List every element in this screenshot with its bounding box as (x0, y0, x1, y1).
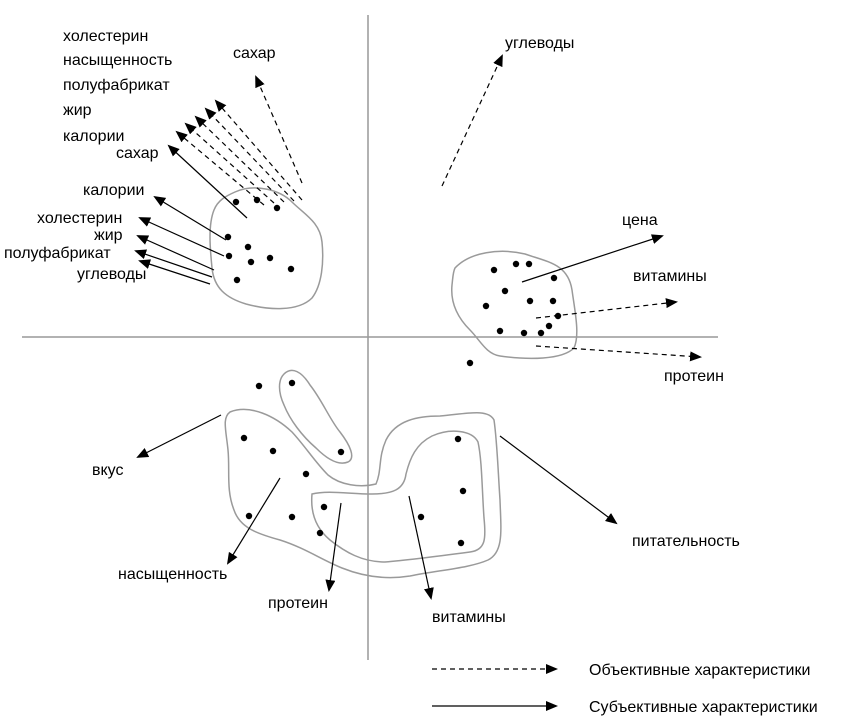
label-vitamins-subjective: витамины (432, 609, 506, 626)
arrow-nutrition (499, 435, 618, 525)
dots-bottom (240, 379, 467, 547)
label-protein-objective: протеин (664, 368, 724, 385)
arrow-calories-subjective (153, 195, 227, 241)
legend-subjective-label: Субъективные характеристики (589, 699, 818, 716)
label-carbs-subjective: углеводы (77, 266, 146, 283)
arrow-semifinished-subjective (134, 249, 213, 278)
label-stack-fat: жир (63, 102, 92, 119)
legend: Объективные характеристики Субъективные … (432, 662, 818, 716)
arrow-satiety (226, 477, 281, 565)
arrow-carbs-objective (441, 54, 503, 187)
arrow-carbs-subjective (138, 259, 211, 285)
arrow-vitamins-objective (535, 298, 678, 319)
arrow-protein-objective (535, 345, 702, 362)
label-cholesterol-subjective: холестерин (37, 210, 122, 227)
label-fat-subjective: жир (94, 227, 123, 244)
arrow-vitamins-subjective (408, 495, 434, 600)
label-price: цена (622, 212, 658, 229)
label-stack-calories: калории (63, 128, 124, 145)
arrow-cholesterol-subjective (138, 217, 225, 257)
arrow-sugar-subjective (167, 144, 248, 219)
legend-objective-label: Объективные характеристики (589, 662, 810, 679)
label-sugar-objective: сахар (233, 45, 276, 62)
arrow-fat-subjective (136, 235, 215, 271)
dots-top-left (224, 196, 295, 284)
arrow-taste (136, 414, 222, 458)
label-stack-cholesterol: холестерин (63, 28, 148, 45)
cluster-bottom-small (278, 369, 353, 464)
label-vitamins-objective: витамины (633, 268, 707, 285)
cluster-top-left (209, 187, 324, 310)
cluster-right (451, 250, 578, 360)
arrow-price (521, 234, 664, 283)
label-nutrition: питательность (632, 533, 740, 550)
label-protein-subjective: протеин (268, 595, 328, 612)
label-semifinished-subjective: полуфабрикат (4, 245, 111, 262)
arrow-protein-subjective (325, 502, 342, 592)
dots-right (466, 260, 562, 367)
arrow-sugar-objective (255, 75, 303, 184)
stacked-dashed-arrows (175, 99, 303, 206)
label-stack-saturation: насыщенность (63, 52, 172, 69)
cluster-bottom-large-inner (310, 430, 486, 563)
label-satiety: насыщенность (118, 566, 227, 583)
label-sugar-subjective: сахар (116, 145, 159, 162)
label-calories-subjective: калории (83, 182, 144, 199)
cluster-bottom-large (224, 408, 502, 579)
label-taste: вкус (92, 462, 124, 479)
label-stack-semifinished: полуфабрикат (63, 77, 170, 94)
label-carbs-objective: углеводы (505, 35, 574, 52)
